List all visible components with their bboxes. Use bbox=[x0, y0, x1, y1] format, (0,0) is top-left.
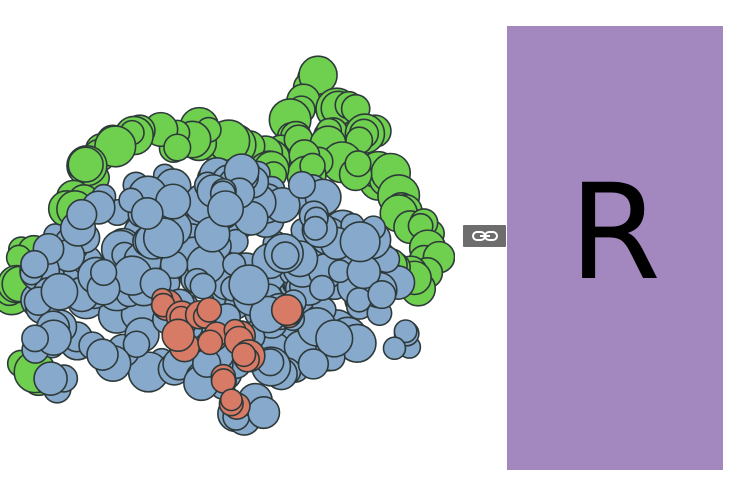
surface-atom bbox=[346, 286, 372, 313]
link-icon bbox=[471, 231, 498, 241]
surface-atom bbox=[122, 330, 151, 359]
surface-atom bbox=[207, 190, 245, 228]
surface-atom bbox=[302, 215, 328, 241]
surface-atom bbox=[130, 197, 164, 230]
surface-atom bbox=[40, 272, 79, 311]
surface-atom bbox=[270, 241, 300, 270]
surface-atom bbox=[21, 324, 50, 353]
surface-atom bbox=[197, 329, 224, 356]
surface-atom bbox=[339, 221, 381, 263]
surface-atom bbox=[247, 396, 281, 430]
surface-atom bbox=[287, 170, 316, 199]
surface-atom bbox=[86, 338, 119, 371]
link-button[interactable] bbox=[463, 225, 506, 247]
surface-atom bbox=[297, 348, 330, 380]
protein-structure-illustration bbox=[0, 40, 455, 440]
surface-atom bbox=[196, 296, 223, 323]
residue-letter: R bbox=[569, 156, 661, 310]
surface-atom bbox=[308, 274, 336, 301]
surface-atom bbox=[231, 342, 257, 368]
surface-atom bbox=[66, 198, 98, 231]
surface-atom bbox=[20, 249, 49, 279]
surface-atom bbox=[67, 146, 104, 183]
surface-atom bbox=[189, 272, 217, 300]
surface-atom bbox=[219, 388, 243, 412]
surface-atom bbox=[33, 361, 68, 396]
surface-atom bbox=[228, 264, 270, 306]
surface-atom bbox=[163, 133, 192, 162]
surface-atom bbox=[367, 279, 397, 310]
surface-atom bbox=[270, 294, 304, 327]
surface-atom bbox=[161, 318, 195, 352]
active-site-red bbox=[150, 287, 305, 420]
protein-surface-svg bbox=[0, 55, 455, 436]
surface-atom bbox=[315, 319, 354, 358]
inner-domain-blue bbox=[19, 153, 422, 436]
residue-card: R bbox=[507, 26, 723, 470]
surface-atom bbox=[393, 319, 418, 344]
surface-atom bbox=[344, 150, 372, 178]
surface-atom bbox=[382, 336, 407, 361]
surface-atom bbox=[89, 258, 118, 287]
